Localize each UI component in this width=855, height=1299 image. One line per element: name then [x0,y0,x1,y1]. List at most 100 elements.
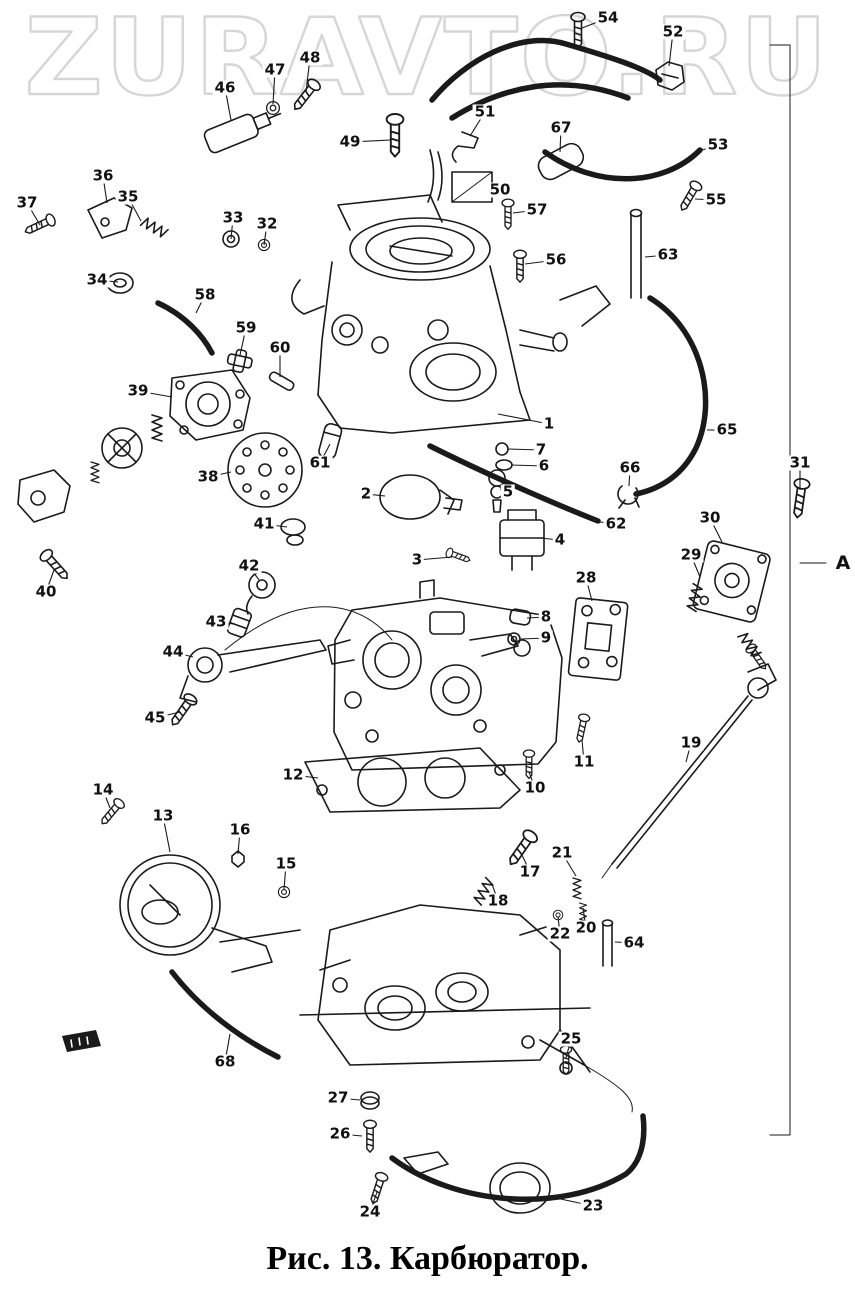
choke-rod-19 [601,663,777,879]
part-label-6: 6 [536,456,552,475]
float-2 [379,474,463,520]
part-label-2: 2 [358,484,374,503]
tube-60 [268,371,295,391]
part-label-33: 33 [220,208,246,227]
part-label-54: 54 [595,8,621,27]
part-label-11: 11 [571,752,597,771]
flag-marker [62,1030,101,1052]
part-label-50: 50 [487,180,513,199]
diaphragm-unit-29-30 [692,540,771,623]
part-label-34: 34 [84,270,110,289]
part-label-24: 24 [357,1202,383,1221]
sleeve-67 [537,142,585,181]
part-label-20: 20 [573,918,599,937]
jet-8 [509,608,532,626]
damper-23 [403,1151,551,1214]
hose-58 [155,300,215,356]
view-a-bracket [769,44,827,1136]
pump-cover-39 [169,369,251,441]
part-label-28: 28 [573,568,599,587]
bushing-41 [280,518,306,546]
part-label-5: 5 [500,482,516,501]
vent-hose-upper [429,37,663,103]
part-label-44: 44 [160,642,186,661]
part-label-61: 61 [307,453,333,472]
part-label-57: 57 [524,200,550,219]
part-label-32: 32 [254,214,280,233]
part-label-51: 51 [472,102,498,121]
tube-64 [601,919,614,967]
part-label-43: 43 [203,612,229,631]
part-label-46: 46 [212,78,238,97]
part-label-38: 38 [195,467,221,486]
part-label-13: 13 [150,806,176,825]
choke-diaphragm-13 [119,854,301,973]
part-label-60: 60 [267,338,293,357]
small-diaphragm [101,427,143,469]
part-label-42: 42 [236,556,262,575]
view-a-label: A [835,552,851,574]
part-label-63: 63 [655,245,681,264]
part-label-31: 31 [787,453,813,472]
vent-hose-lower [449,82,631,121]
part-label-67: 67 [548,118,574,137]
part-label-21: 21 [549,843,575,862]
part-label-41: 41 [251,514,277,533]
clip-66 [617,485,640,509]
part-label-53: 53 [705,135,731,154]
part-label-27: 27 [325,1088,351,1107]
part-label-64: 64 [621,933,647,952]
part-label-35: 35 [115,187,141,206]
needle-valve-4 [499,509,545,571]
figure-caption: Рис. 13. Карбюратор. [266,1240,589,1277]
lever-bracket-40 [17,469,71,523]
part-label-48: 48 [297,48,323,67]
part-label-4: 4 [552,530,568,549]
nut-27 [360,1091,380,1110]
watermark-text: ZURAVTO.RU [25,0,830,119]
part-label-52: 52 [660,22,686,41]
part-label-65: 65 [714,420,740,439]
part-label-45: 45 [142,708,168,727]
part-label-16: 16 [227,820,253,839]
main-body-1 [327,579,563,771]
part-label-47: 47 [262,60,288,79]
hose-68 [169,969,281,1060]
hose-65 [633,295,709,497]
part-label-36: 36 [90,166,116,185]
part-label-37: 37 [14,193,40,212]
part-label-15: 15 [273,854,299,873]
part-label-55: 55 [703,190,729,209]
part-label-22: 22 [547,924,573,943]
tube-63 [629,208,643,299]
part-label-62: 62 [603,514,629,533]
part-label-3: 3 [409,550,425,569]
part-label-26: 26 [327,1124,353,1143]
part-label-30: 30 [697,508,723,527]
part-label-7: 7 [533,440,549,459]
part-label-12: 12 [280,765,306,784]
rod-23 [389,1113,647,1203]
pump-lever-44 [179,606,393,703]
diaphragm-plate-38 [227,432,303,508]
plate-28 [567,597,629,681]
part-label-49: 49 [337,132,363,151]
part-label-29: 29 [678,545,704,564]
part-label-8: 8 [538,607,554,626]
fitting-52 [655,61,685,91]
part-label-9: 9 [538,628,554,647]
choke-hook-51 [451,131,479,163]
part-label-14: 14 [90,780,116,799]
part-label-40: 40 [33,582,59,601]
part-label-17: 17 [517,862,543,881]
part-label-25: 25 [558,1029,584,1048]
tee-59 [226,348,253,374]
part-label-1: 1 [541,414,557,433]
air-horn-assembly [291,149,611,434]
part-label-18: 18 [485,891,511,910]
bracket-36 [87,197,133,239]
part-label-58: 58 [192,285,218,304]
part-label-19: 19 [678,733,704,752]
solenoid-46 [203,112,282,154]
